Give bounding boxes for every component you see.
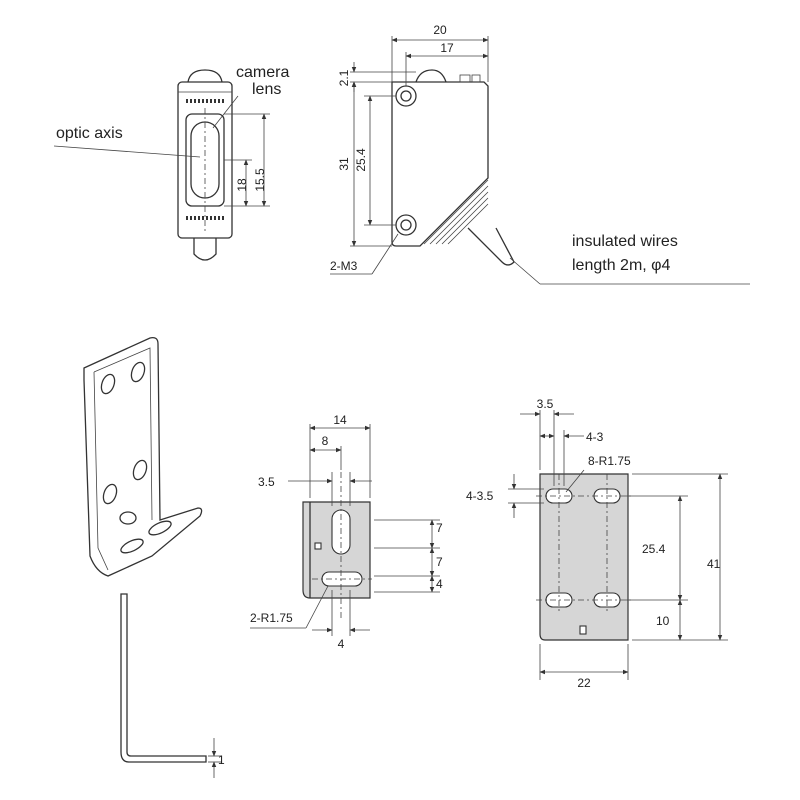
sensor-front-view <box>53 69 270 261</box>
bracket-fold-edge <box>93 371 109 571</box>
camera-lens-label: camera <box>236 64 289 81</box>
bracket-profile-view <box>120 593 222 778</box>
dim-25-4: 25.4 <box>354 148 368 172</box>
r175-label-side: 2-R1.75 <box>250 611 293 625</box>
r175-leader <box>305 585 329 629</box>
bracket-isometric-view <box>83 336 203 577</box>
bracket-screw <box>119 511 137 525</box>
wire-leader <box>509 257 541 285</box>
r175-front-leader <box>565 469 585 493</box>
dim-18: 18 <box>235 178 249 192</box>
sensor-grip-ridges <box>423 179 489 245</box>
dim-25-4-front: 25.4 <box>642 542 666 556</box>
dim-41: 41 <box>707 557 721 571</box>
sensor-bottom-vent-dots <box>186 216 224 220</box>
sensor-led-b <box>471 74 481 83</box>
m3-leader <box>371 233 399 275</box>
dim-22: 22 <box>577 676 591 690</box>
dim-14: 14 <box>333 413 347 427</box>
bracket-l-profile <box>120 593 207 763</box>
r175-label-front: 8-R1.75 <box>588 454 631 468</box>
bracket-side-view <box>250 424 440 636</box>
dim-31: 31 <box>337 157 351 171</box>
bracket-slot-3 <box>102 483 118 505</box>
bracket-slot-1 <box>100 373 116 395</box>
m3-label: 2-M3 <box>330 259 358 273</box>
m3-hole-top-inner <box>400 90 412 102</box>
dim-17: 17 <box>440 41 454 55</box>
dim-4-3-5: 4-3.5 <box>466 489 494 503</box>
camera-lens-label-2: lens <box>252 81 281 98</box>
dim-10: 10 <box>656 614 670 628</box>
bracket-outline <box>83 336 203 577</box>
bracket-slot-2 <box>130 361 146 383</box>
dim-4-right: 4 <box>436 577 443 591</box>
optic-axis-label: optic axis <box>56 125 123 142</box>
dim-3-5-side: 3.5 <box>258 475 275 489</box>
m3-hole-bottom-inner <box>400 219 412 231</box>
insulated-wires-label: insulated wires <box>572 233 678 250</box>
bracket-base-slot-1 <box>148 520 172 536</box>
dim-2-1: 2.1 <box>337 69 351 86</box>
dim-7-a: 7 <box>436 521 443 535</box>
dim-4-bottom: 4 <box>338 637 345 651</box>
camera-lens-leader <box>212 95 239 129</box>
dim-20: 20 <box>433 23 447 37</box>
sensor-cable <box>467 227 515 266</box>
dim-4-3: 4-3 <box>586 430 604 444</box>
wire-length-label: length 2m, φ4 <box>572 257 671 274</box>
sensor-led-a <box>459 74 471 83</box>
m3-hole-bottom <box>395 214 417 236</box>
dim-7-b: 7 <box>436 555 443 569</box>
dim-8: 8 <box>322 434 329 448</box>
dim-3-5-front: 3.5 <box>537 397 554 411</box>
sensor-side-view <box>330 36 750 285</box>
dim-15-5: 15.5 <box>253 168 267 192</box>
bracket-base-slot-2 <box>120 538 144 554</box>
sensor-side-cap <box>415 69 447 83</box>
sensor-top-cap <box>187 69 223 83</box>
dim-1: 1 <box>218 753 225 767</box>
bracket-front-view <box>508 410 728 680</box>
sensor-cable-stub <box>193 238 217 261</box>
bracket-slot-4 <box>132 459 148 481</box>
optic-axis-leader <box>53 145 201 158</box>
bracket-inner-edge <box>93 347 153 521</box>
bracket-front-tab <box>579 625 587 635</box>
bracket-side-tab <box>314 542 322 550</box>
m3-hole-top <box>395 85 417 107</box>
sensor-top-vent-dots <box>186 99 224 103</box>
